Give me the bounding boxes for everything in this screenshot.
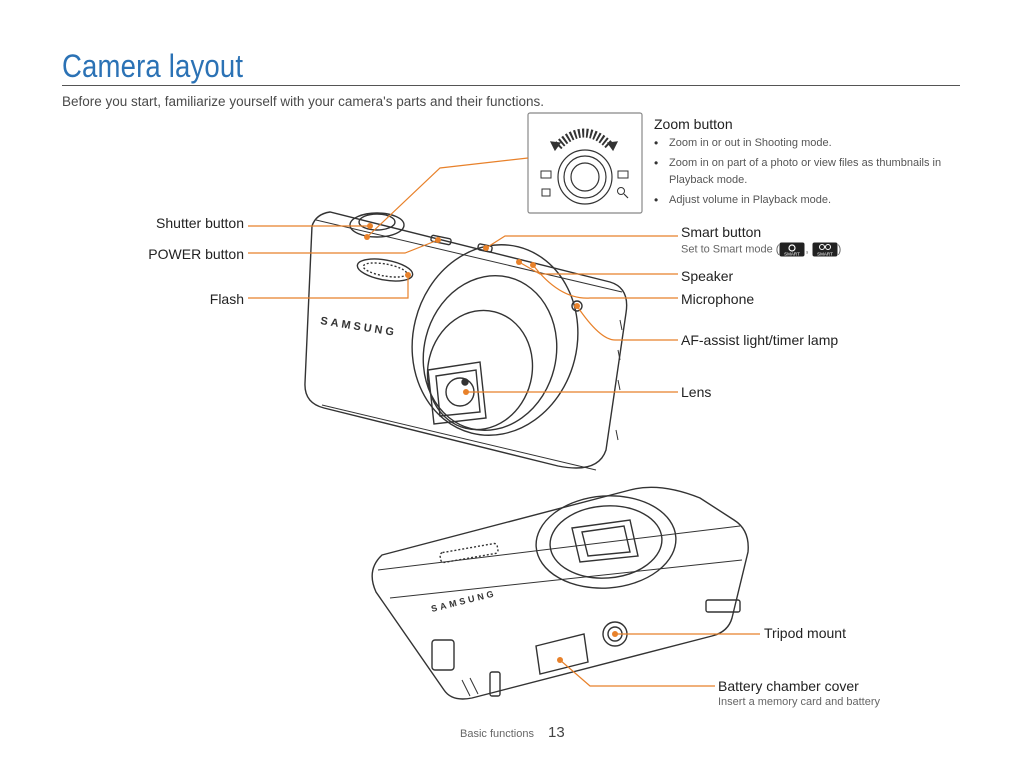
intro-text: Before you start, familiarize yourself w… bbox=[62, 94, 545, 109]
zoom-inset bbox=[527, 112, 643, 214]
leader-flash bbox=[248, 275, 409, 299]
label-microphone: Microphone bbox=[681, 291, 755, 307]
camera-bottom bbox=[371, 486, 749, 700]
label-smart-button: Smart button bbox=[681, 224, 762, 240]
label-lens: Lens bbox=[681, 384, 712, 400]
smart-button-description: Set to Smart mode ( SMART, SMART) bbox=[681, 242, 841, 257]
label-power-button: POWER button bbox=[148, 246, 244, 262]
svg-text:SMART: SMART bbox=[817, 252, 833, 257]
brand-logo-front: SAMSUNG bbox=[320, 315, 398, 339]
svg-text:SMART: SMART bbox=[785, 252, 801, 257]
smart-sub-prefix: Set to Smart mode ( bbox=[681, 243, 780, 256]
zoom-bullet: Zoom in on part of a photo or view files… bbox=[654, 155, 964, 189]
footer-section: Basic functions bbox=[460, 728, 534, 740]
leader-power bbox=[248, 239, 439, 254]
label-flash: Flash bbox=[209, 291, 244, 307]
smart-sub-separator: , bbox=[805, 243, 812, 256]
page-title: Camera layout bbox=[62, 48, 244, 84]
label-af-assist-light: AF-assist light/timer lamp bbox=[681, 332, 839, 348]
smart-movie-icon: SMART bbox=[812, 242, 838, 257]
callout-lines bbox=[248, 157, 760, 687]
leader-zoom bbox=[366, 157, 529, 238]
page-number: 13 bbox=[548, 724, 565, 741]
leader-microphone bbox=[532, 264, 678, 299]
label-battery-cover: Battery chamber cover bbox=[718, 678, 859, 694]
zoom-bullet: Zoom in or out in Shooting mode. bbox=[654, 135, 964, 152]
battery-cover-description: Insert a memory card and battery bbox=[718, 696, 881, 708]
zoom-bullet: Adjust volume in Playback mode. bbox=[654, 192, 964, 209]
leader-smart bbox=[485, 235, 678, 249]
zoom-bullet-list: Zoom in or out in Shooting mode. Zoom in… bbox=[654, 135, 964, 212]
brand-logo-bottom: SAMSUNG bbox=[430, 588, 497, 614]
leader-af bbox=[576, 305, 678, 341]
smart-auto-icon: SMART bbox=[779, 242, 805, 257]
callout-dots bbox=[364, 223, 618, 663]
smart-sub-suffix: ) bbox=[837, 243, 842, 256]
label-speaker: Speaker bbox=[681, 268, 734, 284]
leader-speaker bbox=[518, 261, 678, 275]
title-divider bbox=[62, 85, 960, 86]
label-shutter-button: Shutter button bbox=[156, 215, 244, 231]
leader-battery bbox=[559, 659, 715, 687]
camera-front bbox=[304, 211, 628, 471]
label-tripod-mount: Tripod mount bbox=[764, 625, 846, 641]
label-zoom-button: Zoom button bbox=[654, 116, 733, 132]
